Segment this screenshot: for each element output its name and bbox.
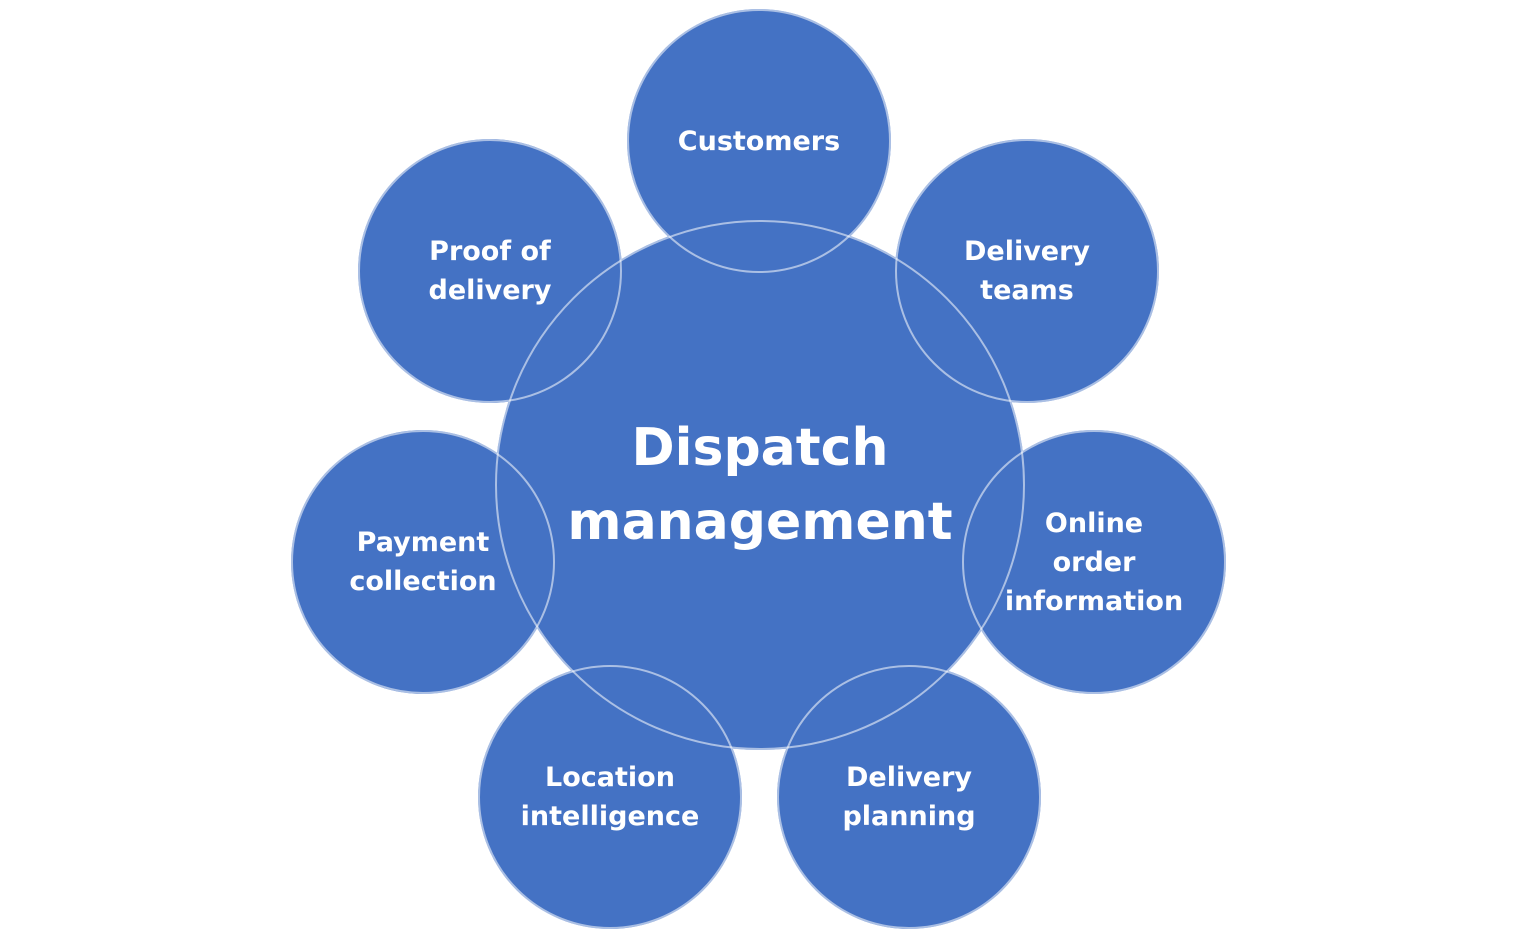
node-label-online-order-information: Online order information [1004,507,1184,617]
node-label-customers: Customers [677,125,841,157]
center-label: Dispatch management [567,418,953,552]
node-label-location-intelligence: Location intelligence [520,762,700,832]
center-node-dispatch-management: Dispatch management [495,220,1025,750]
node-label-payment-collection: Payment collection [349,527,497,597]
node-label-delivery-teams: Delivery teams [963,236,1091,306]
node-label-delivery-planning: Delivery planning [842,762,976,832]
node-label-proof-of-delivery: Proof of delivery [428,236,552,306]
